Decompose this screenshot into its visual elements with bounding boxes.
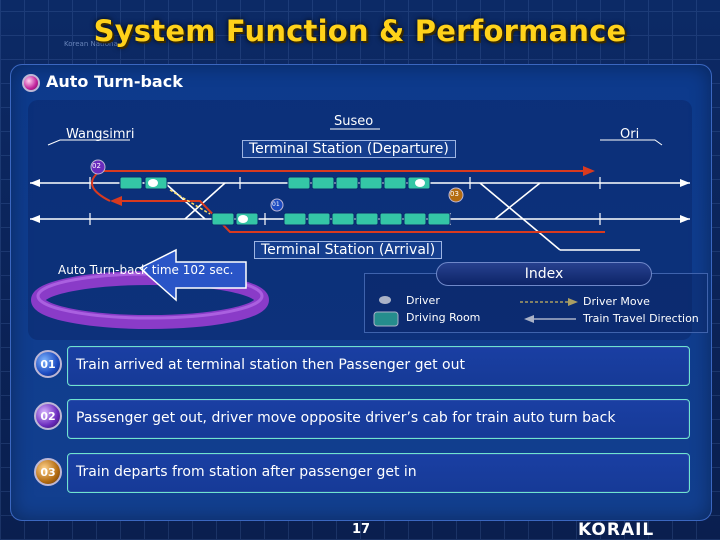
track-ticks — [89, 177, 601, 225]
route-departure-arrow — [110, 196, 122, 206]
switch-right-a — [479, 182, 561, 251]
legend-driver-icon — [379, 296, 391, 304]
train-lower — [211, 212, 451, 226]
station-ori: Ori — [620, 127, 640, 142]
marker-03-icon — [448, 187, 464, 203]
wangsimri-bracket — [47, 139, 130, 146]
legend-title: Index — [436, 262, 652, 286]
driver-move-path — [169, 189, 211, 215]
section-title: Auto Turn-back — [46, 72, 183, 91]
driver-dot-icon — [415, 179, 425, 187]
terminal-arrival-label: Terminal Station (Arrival) — [254, 241, 443, 259]
korail-logo: KORAIL — [578, 520, 655, 540]
legend-driving-room-icon — [373, 311, 399, 327]
route-loop — [91, 170, 111, 202]
station-suseo: Suseo — [334, 114, 374, 129]
legend-train-direction-label: Train Travel Direction — [583, 312, 699, 325]
legend-driver-move-arrow-icon — [568, 298, 578, 306]
step-01-text: Train arrived at terminal station then P… — [76, 357, 465, 373]
legend-driver-label: Driver — [406, 294, 440, 307]
section-bullet-icon — [22, 74, 40, 92]
terminal-departure-label: Terminal Station (Departure) — [242, 140, 456, 158]
track-lower-right-arrow — [680, 215, 690, 223]
legend-train-direction-arrow-icon — [524, 315, 534, 323]
korail-small-logo: Korean Nationa — [60, 22, 180, 48]
driver-dot-icon — [238, 215, 248, 223]
turnback-arrow-icon — [138, 248, 247, 302]
slide-title: System Function & Performance — [93, 14, 627, 48]
ori-bracket — [600, 139, 663, 146]
legend-driving-room-label: Driving Room — [406, 311, 481, 324]
step-01-badge: 01 — [34, 350, 62, 378]
marker-01-icon — [270, 198, 284, 212]
marker-02-label: 02 — [92, 162, 101, 170]
train-upper-right — [287, 176, 431, 190]
track-lower-left-arrow — [30, 215, 40, 223]
legend-driver-move-label: Driver Move — [583, 295, 650, 308]
marker-02-icon — [90, 159, 106, 175]
marker-01-label: 01 — [272, 201, 280, 208]
track-upper-left-arrow — [30, 179, 40, 187]
step-row-03: Train departs from station after passeng… — [67, 453, 690, 493]
route-arrival-arrow — [583, 166, 595, 176]
step-03-badge: 03 — [34, 458, 62, 486]
turnback-time-label: Auto Turn-back time 102 sec. — [58, 263, 234, 277]
step-03-text: Train departs from station after passeng… — [76, 464, 417, 480]
driver-dot-icon — [148, 179, 158, 187]
track-upper-right-arrow — [680, 179, 690, 187]
marker-03-label: 03 — [450, 190, 459, 198]
switch-right-b — [494, 182, 541, 220]
page-number: 17 — [352, 522, 371, 537]
step-row-01: Train arrived at terminal station then P… — [67, 346, 690, 386]
step-02-text: Passenger get out, driver move opposite … — [76, 410, 616, 426]
switch-left-b — [184, 182, 226, 220]
step-02-badge: 02 — [34, 402, 62, 430]
step-row-02: Passenger get out, driver move opposite … — [67, 399, 690, 439]
logo-small-text: Korean Nationa — [64, 40, 118, 48]
station-wangsimri: Wangsimri — [66, 127, 135, 142]
